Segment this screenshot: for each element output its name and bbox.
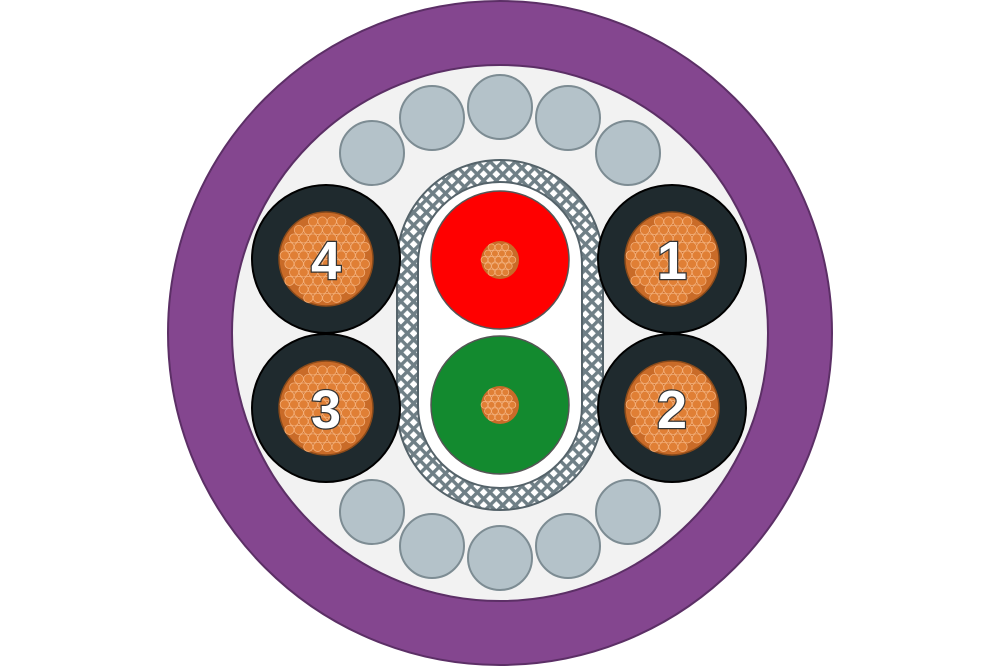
power-core-2: 2 — [597, 333, 747, 483]
signal-core-red — [430, 190, 570, 330]
power-core-1: 1 — [597, 184, 747, 334]
power-core-3: 3 — [251, 333, 401, 483]
copper-strands — [625, 365, 716, 452]
copper-strands — [480, 243, 517, 277]
signal-pair — [430, 190, 570, 475]
copper-strands — [480, 388, 517, 422]
filler-strand — [467, 525, 533, 591]
filler-strand — [339, 479, 405, 545]
filler-strand — [339, 120, 405, 186]
filler-strand — [595, 479, 661, 545]
filler-strands-bottom — [339, 479, 661, 591]
power-core-4: 4 — [251, 184, 401, 334]
filler-strand — [535, 85, 601, 151]
power-cores: 1 2 3 4 — [251, 184, 747, 483]
copper-strands — [625, 216, 716, 303]
filler-strand — [595, 120, 661, 186]
filler-strands-top — [339, 74, 661, 186]
filler-strand — [399, 85, 465, 151]
core-number-label: 3 — [311, 380, 341, 440]
signal-core-green — [430, 335, 570, 475]
filler-strand — [535, 513, 601, 579]
core-number-label: 1 — [657, 231, 687, 291]
copper-strands — [279, 365, 370, 452]
copper-strands — [279, 216, 370, 303]
core-number-label: 2 — [657, 380, 687, 440]
filler-strand — [399, 513, 465, 579]
filler-strand — [467, 74, 533, 140]
core-number-label: 4 — [311, 231, 341, 291]
